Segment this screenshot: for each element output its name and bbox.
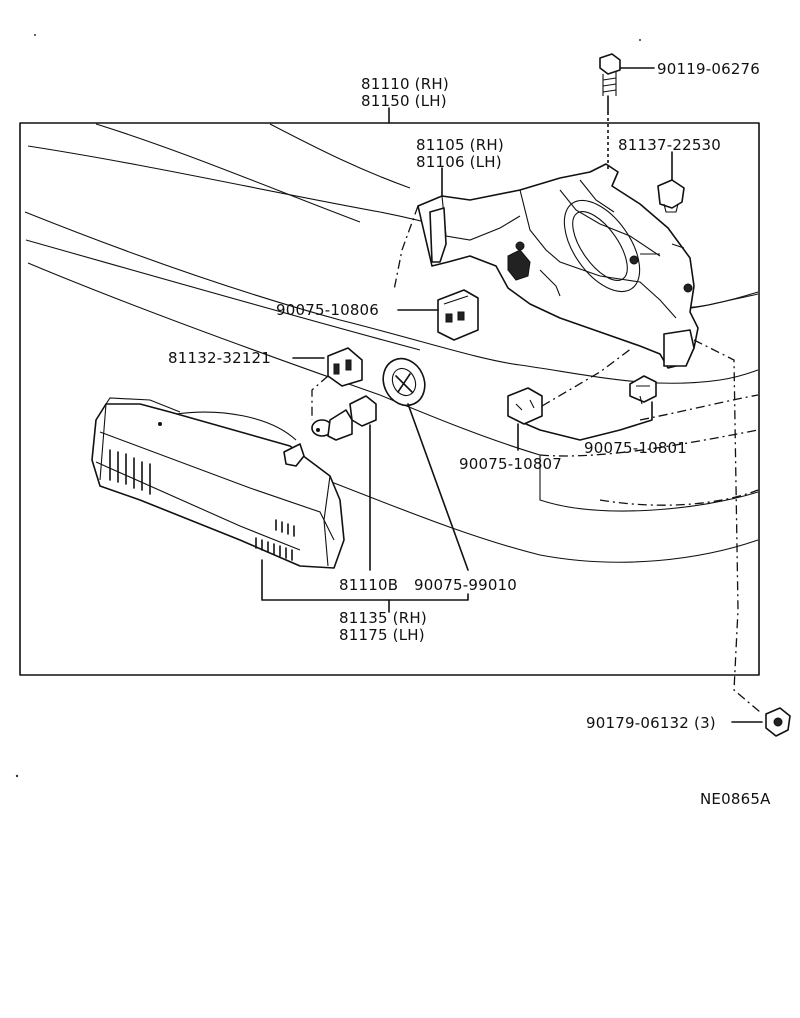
hidden-body-lines <box>539 394 759 506</box>
figure-code: NE0865A <box>700 790 771 808</box>
callout-lamp-assy-lh: 81150 (LH) <box>361 92 447 110</box>
callout-grommet-upper: 90075-10806 <box>276 301 379 319</box>
grommet-upper-icon <box>437 289 479 341</box>
nut-bottom-icon <box>765 707 791 737</box>
callout-lamp-assy-rh: 81110 (RH) <box>361 75 449 93</box>
bolt-icon <box>599 53 621 113</box>
callout-bolt-top: 90119-06276 <box>657 60 760 78</box>
clip-lower-right-icon <box>629 375 657 405</box>
callout-bracket-rh: 81105 (RH) <box>416 136 504 154</box>
callout-nut-bottom: 90179-06132 (3) <box>586 714 716 732</box>
bulb-icon <box>311 395 377 441</box>
callout-bulb: 81110B <box>339 576 398 594</box>
leader-lines <box>261 67 763 723</box>
clip-lower-center-icon <box>507 387 543 425</box>
callout-gasket: 90075-99010 <box>414 576 517 594</box>
connection-dashlines <box>393 205 761 713</box>
scan-specks <box>15 34 641 778</box>
callout-bracket-lh: 81106 (LH) <box>416 153 502 171</box>
gasket-icon <box>382 357 426 407</box>
callout-lens-rh: 81135 (RH) <box>339 609 427 627</box>
callout-clip-lower-center: 90075-10807 <box>459 455 562 473</box>
callout-lens-lh: 81175 (LH) <box>339 626 425 644</box>
signal-lens-icon <box>91 397 345 569</box>
headlamp-bracket <box>417 163 699 369</box>
socket-icon <box>327 347 363 387</box>
callout-nut-small: 81137-22530 <box>618 136 721 154</box>
callout-socket: 81132-32121 <box>168 349 271 367</box>
callout-clip-lower-right: 90075-10801 <box>584 439 687 457</box>
socket-dashline <box>311 375 329 420</box>
small-nut-icon <box>657 179 685 209</box>
